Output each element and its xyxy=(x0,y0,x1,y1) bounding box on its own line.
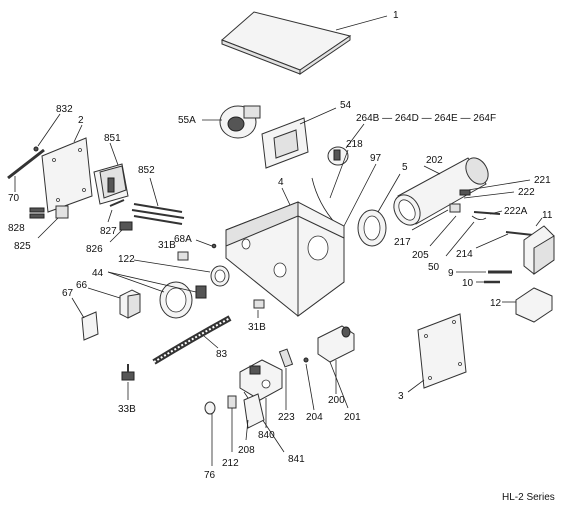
label-841: 841 xyxy=(288,454,305,465)
label-222a: 222A xyxy=(504,206,528,217)
label-50: 50 xyxy=(428,262,440,273)
label-222: 222 xyxy=(518,187,535,198)
label-851: 851 xyxy=(104,133,121,144)
label-76: 76 xyxy=(204,470,216,481)
label-202: 202 xyxy=(426,155,443,166)
part-828-clip xyxy=(29,207,45,219)
part-83-gas-line xyxy=(152,315,232,365)
label-826: 826 xyxy=(86,244,103,255)
label-208: 208 xyxy=(238,445,255,456)
label-840: 840 xyxy=(258,430,275,441)
label-70: 70 xyxy=(8,193,20,204)
part-33b-valve xyxy=(121,364,135,381)
part-54-blower-plate xyxy=(261,117,309,169)
label-223: 223 xyxy=(278,412,295,423)
part-5-gasket xyxy=(357,209,387,247)
label-212: 212 xyxy=(222,458,239,469)
part-44-insulation xyxy=(159,281,207,319)
label-852: 852 xyxy=(138,165,155,176)
label-828: 828 xyxy=(8,223,25,234)
label-214: 214 xyxy=(456,249,473,260)
part-2-panel xyxy=(41,137,93,213)
label-221: 221 xyxy=(534,175,551,186)
label-200: 200 xyxy=(328,395,345,406)
label-55a: 55A xyxy=(178,115,196,126)
part-840-gas-valve xyxy=(239,359,283,401)
part-202-burner-tube xyxy=(393,157,489,226)
label-3: 3 xyxy=(398,391,404,402)
label-825: 825 xyxy=(14,241,31,252)
part-66-relay xyxy=(119,289,141,319)
label-31b-2: 31B xyxy=(248,322,266,333)
label-832: 832 xyxy=(56,104,73,115)
label-218: 218 xyxy=(346,139,363,150)
label-204: 204 xyxy=(306,412,323,423)
label-205: 205 xyxy=(412,250,429,261)
part-852-wire-harness xyxy=(131,203,185,225)
part-122-ring xyxy=(210,265,230,287)
series-caption: HL-2 Series xyxy=(502,492,555,503)
label-68a: 68A xyxy=(174,234,192,245)
label-33b: 33B xyxy=(118,404,136,415)
part-12-bracket xyxy=(515,287,553,323)
label-44: 44 xyxy=(92,268,104,279)
label-9: 9 xyxy=(448,268,454,279)
label-54: 54 xyxy=(340,100,352,111)
label-264: 264B — 264D — 264E — 264F xyxy=(356,113,496,124)
label-827: 827 xyxy=(100,226,117,237)
label-97: 97 xyxy=(370,153,382,164)
label-66: 66 xyxy=(76,280,88,291)
part-1-top-panel xyxy=(221,11,352,75)
label-122: 122 xyxy=(118,254,135,265)
label-10: 10 xyxy=(462,278,474,289)
part-200-burner xyxy=(317,325,355,363)
label-2: 2 xyxy=(78,115,84,126)
part-11-bracket xyxy=(523,225,555,275)
label-4: 4 xyxy=(278,177,284,188)
part-55a-blower xyxy=(219,105,261,139)
part-851-control-board xyxy=(93,163,129,205)
label-5: 5 xyxy=(402,162,408,173)
label-83: 83 xyxy=(216,349,228,360)
label-67: 67 xyxy=(62,288,74,299)
label-1: 1 xyxy=(393,10,399,21)
part-3-side-panel xyxy=(417,313,467,389)
label-31b: 31B xyxy=(158,240,176,251)
part-264-pressure-switch xyxy=(327,146,349,166)
label-12: 12 xyxy=(490,298,502,309)
part-4-main-housing xyxy=(225,201,345,317)
label-217: 217 xyxy=(394,237,411,248)
label-201: 201 xyxy=(344,412,361,423)
label-11: 11 xyxy=(542,210,553,221)
